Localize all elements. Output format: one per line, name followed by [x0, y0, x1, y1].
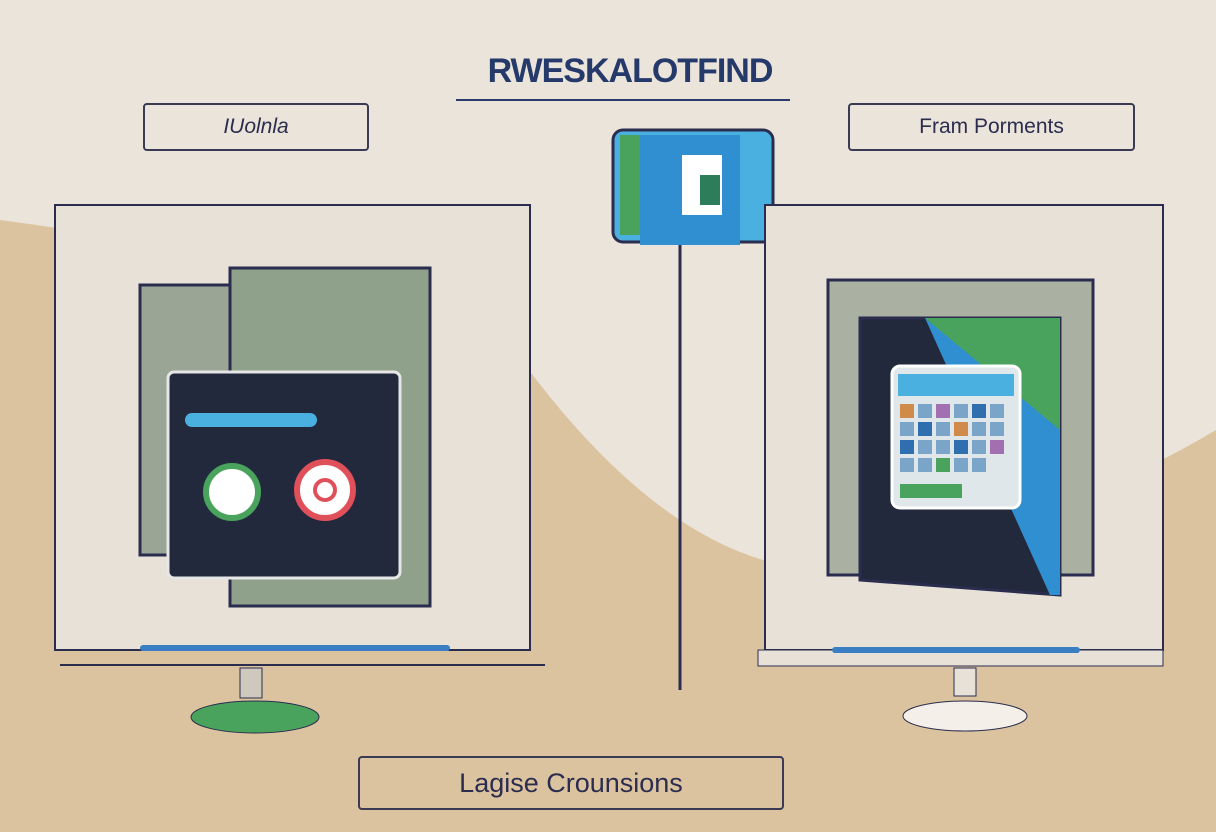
- calendar-grid-icon: [890, 364, 1022, 510]
- right-monitor: [757, 204, 1164, 732]
- left-label: IUolnla: [143, 103, 369, 151]
- page-title: RWESKALOTFIND: [487, 52, 774, 90]
- app-window: [166, 370, 402, 580]
- title-underline: [456, 99, 790, 101]
- red-logo-icon: [294, 459, 356, 521]
- bottom-label: Lagise Crounsions: [358, 756, 784, 810]
- left-monitor: [54, 204, 545, 734]
- green-logo-icon: [203, 463, 261, 521]
- right-label: Fram Porments: [848, 103, 1135, 151]
- center-app-icon: [611, 128, 775, 245]
